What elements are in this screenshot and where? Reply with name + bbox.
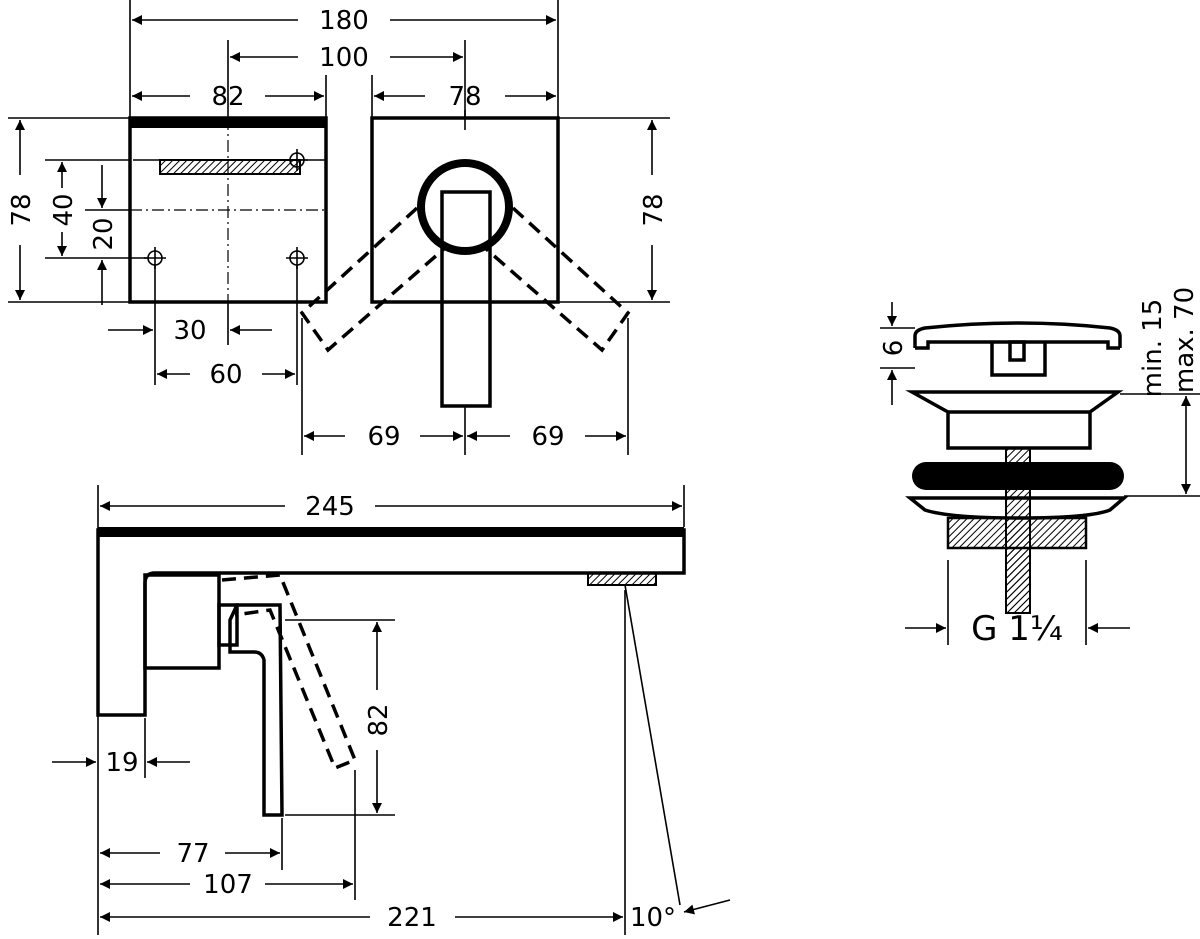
mixer-rosette	[417, 159, 513, 255]
mixer-lever	[440, 190, 492, 408]
mixer-body	[143, 573, 221, 670]
dim-78-right: 78	[639, 193, 669, 226]
drain-flange	[905, 390, 1124, 450]
dim-78-left: 78	[7, 193, 37, 226]
dim-20: 20	[89, 217, 119, 250]
lever-side	[228, 603, 284, 817]
drain-thread	[946, 516, 1088, 550]
dim-max-70: max. 70	[1170, 287, 1200, 393]
spout-body	[96, 528, 686, 717]
front-view: 180 100 82 78 78 40 20	[7, 0, 670, 455]
dim-69-right: 69	[531, 422, 564, 452]
mixer-plate	[370, 116, 560, 304]
dim-107: 107	[203, 870, 253, 900]
dim-77: 77	[176, 839, 209, 869]
dim-78-top: 78	[448, 82, 481, 112]
spout-outlet-hatch	[159, 159, 301, 175]
side-view: 245 19 82 77 107 221 10°	[52, 485, 731, 935]
dim-60: 60	[209, 360, 242, 390]
dim-angle-10: 10°	[630, 903, 676, 933]
dim-19: 19	[105, 748, 138, 778]
drain-gasket	[912, 462, 1124, 490]
dim-69-left: 69	[367, 422, 400, 452]
dim-180: 180	[319, 6, 369, 36]
mount-hole	[286, 149, 308, 171]
spout-aerator	[587, 572, 657, 586]
dim-6: 6	[879, 340, 909, 357]
spout-top-band	[98, 527, 684, 537]
dim-245: 245	[305, 492, 355, 522]
dim-100: 100	[319, 43, 369, 73]
drain-cap	[913, 321, 1122, 350]
dim-40: 40	[49, 193, 79, 226]
dim-82-lever: 82	[364, 703, 394, 736]
dim-30: 30	[173, 316, 206, 346]
drain-valve: 6 min. 15 max. 70 G 1¼	[879, 287, 1200, 649]
mixer-neck	[217, 603, 239, 647]
dim-82-top: 82	[211, 82, 244, 112]
dim-221: 221	[387, 903, 437, 933]
dim-thread: G 1¼	[971, 609, 1063, 649]
dim-min-15: min. 15	[1138, 299, 1168, 398]
